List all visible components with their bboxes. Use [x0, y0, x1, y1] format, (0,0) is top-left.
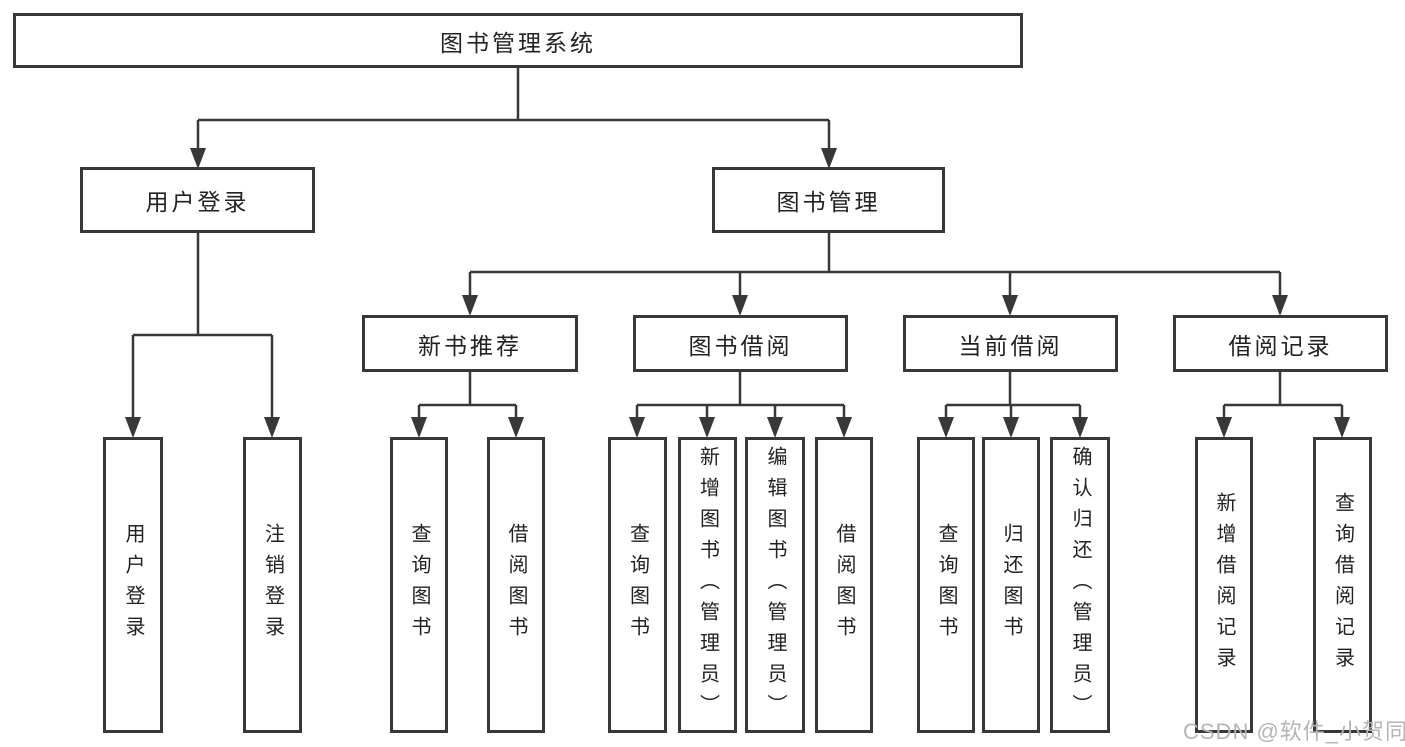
node-label: 编辑图书（管理员） [764, 445, 786, 725]
arrowhead [1334, 417, 1350, 438]
arrowhead [767, 417, 783, 438]
node-leaf-confirm-return-admin: 确认归还（管理员） [1050, 437, 1110, 733]
node-label: 新书推荐 [418, 332, 522, 359]
node-borrowing-records: 借阅记录 [1173, 315, 1388, 372]
arrowhead [190, 148, 206, 169]
arrowhead [1072, 417, 1088, 438]
node-user-login: 用户登录 [80, 167, 315, 233]
node-label: 借阅图书 [505, 523, 527, 647]
node-leaf-query-books-recommend: 查询图书 [390, 437, 448, 733]
node-label: 确认归还（管理员） [1069, 445, 1091, 725]
node-label: 归还图书 [1000, 523, 1022, 647]
arrowhead [1272, 295, 1288, 316]
node-leaf-query-books-borrowing: 查询图书 [608, 437, 667, 733]
node-leaf-query-books-current: 查询图书 [917, 437, 975, 733]
node-leaf-add-borrow-record: 新增借阅记录 [1195, 437, 1253, 733]
node-book-management: 图书管理 [712, 167, 945, 233]
node-label: 图书管理系统 [440, 29, 596, 56]
arrowhead [1002, 295, 1018, 316]
node-label: 用户登录 [122, 523, 144, 647]
node-label: 图书借阅 [688, 332, 793, 359]
arrowhead [1216, 417, 1232, 438]
watermark: CSDN @软件_小贺同学 [1183, 719, 1405, 744]
node-label: 查询图书 [626, 523, 649, 647]
node-label: 新增图书（管理员） [696, 445, 719, 725]
arrowhead [264, 417, 280, 438]
arrowheads [125, 148, 1350, 438]
connector-line [131, 68, 1344, 418]
arrowhead [629, 417, 645, 438]
arrowhead [462, 295, 478, 316]
node-leaf-edit-book-admin: 编辑图书（管理员） [745, 437, 805, 733]
node-label: 图书管理 [776, 189, 881, 215]
node-leaf-return-books: 归还图书 [982, 437, 1040, 733]
node-label: 借阅记录 [1228, 332, 1333, 359]
node-book-borrowing: 图书借阅 [633, 315, 848, 372]
node-library-management-system: 图书管理系统 [13, 13, 1023, 68]
arrowhead [125, 417, 141, 438]
node-label: 查询图书 [935, 523, 957, 647]
node-label: 查询图书 [408, 523, 430, 647]
node-leaf-add-book-admin: 新增图书（管理员） [678, 437, 737, 733]
node-label: 用户登录 [145, 189, 250, 215]
node-current-borrowing: 当前借阅 [903, 315, 1118, 372]
arrowhead [938, 417, 954, 438]
node-leaf-query-borrow-record: 查询借阅记录 [1313, 437, 1372, 733]
node-label: 查询借阅记录 [1331, 492, 1354, 678]
node-leaf-borrow-books-borrowing: 借阅图书 [815, 437, 873, 733]
node-leaf-user-login: 用户登录 [103, 437, 163, 733]
node-label: 注销登录 [261, 523, 284, 647]
node-label: 当前借阅 [958, 332, 1063, 359]
node-label: 借阅图书 [833, 523, 855, 647]
arrowhead [411, 417, 427, 438]
node-new-book-recommendation: 新书推荐 [362, 315, 578, 372]
arrowhead [1003, 417, 1019, 438]
node-leaf-logout: 注销登录 [243, 437, 302, 733]
node-leaf-borrow-books-recommend: 借阅图书 [487, 437, 545, 733]
node-label: 新增借阅记录 [1213, 492, 1235, 678]
arrowhead [821, 148, 837, 169]
arrowhead [508, 417, 524, 438]
arrowhead [732, 295, 748, 316]
arrowhead [699, 417, 715, 438]
arrowhead [836, 417, 852, 438]
